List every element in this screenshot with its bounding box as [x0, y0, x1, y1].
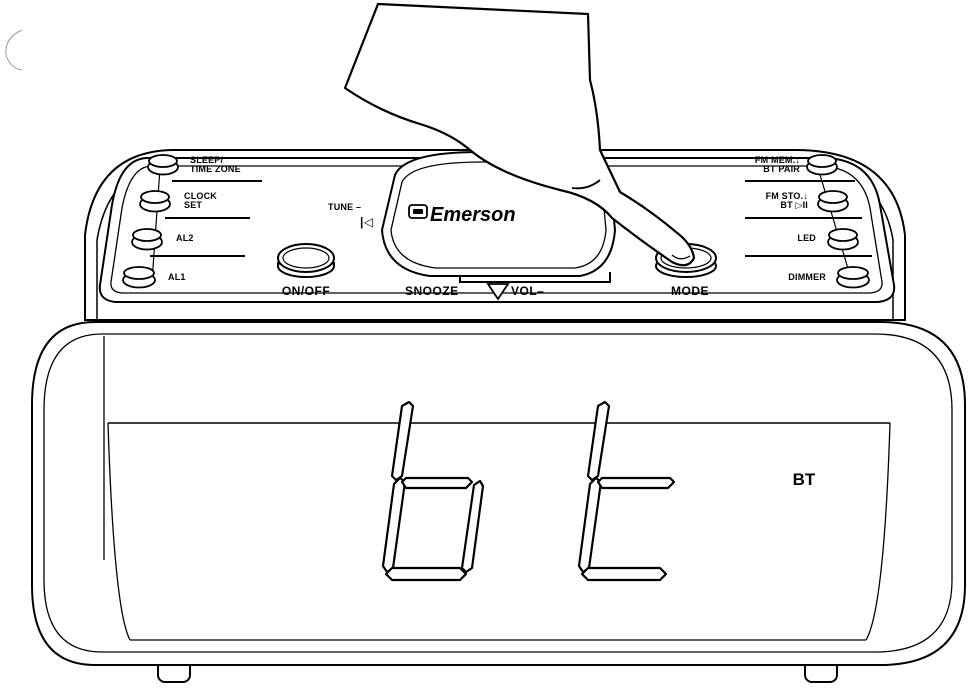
- al2-label: AL2: [176, 233, 194, 243]
- led-label: LED: [797, 233, 816, 243]
- segment-display: bt: [381, 400, 676, 582]
- fm-mem-label: FM MEM.↓: [755, 155, 800, 165]
- led-button[interactable]: [827, 228, 859, 251]
- bt-indicator: BT: [793, 470, 816, 489]
- snooze-label: SNOOZE: [405, 284, 459, 298]
- dimmer-button[interactable]: [836, 266, 870, 289]
- timezone-label: TIME ZONE: [190, 164, 241, 174]
- brand-logo: Emerson: [408, 204, 516, 226]
- al1-button[interactable]: [122, 266, 156, 289]
- dimmer-label: DIMMER: [788, 272, 826, 282]
- brand-logo-text: Emerson: [430, 204, 516, 226]
- bt-play-label: BT ▷II: [780, 200, 808, 210]
- sleep-label: SLEEP/: [190, 155, 224, 165]
- down-triangle-icon: [486, 283, 510, 301]
- fm-sto-label: FM STO.↓: [766, 191, 808, 201]
- right-button-column: [806, 154, 870, 289]
- finger-pointer-icon: [343, 2, 696, 267]
- clock-label: CLOCK: [184, 191, 217, 201]
- onoff-button[interactable]: [277, 243, 335, 278]
- segment-digit-t: [577, 400, 676, 582]
- segment-digit-b: [381, 400, 485, 582]
- skip-back-icon: |◁: [360, 215, 374, 229]
- front-body: [31, 321, 966, 683]
- mode-label: MODE: [671, 284, 709, 298]
- vol-minus-label: VOL–: [511, 284, 544, 298]
- tune-minus-label: TUNE –: [328, 202, 361, 212]
- fm-sto-bt-play-button[interactable]: [817, 190, 849, 213]
- bt-pair-label: BT PAIR: [763, 164, 800, 174]
- clock-set-button[interactable]: [139, 190, 171, 213]
- onoff-label: ON/OFF: [282, 284, 330, 298]
- left-button-column: [122, 154, 179, 289]
- set-label: SET: [184, 200, 202, 210]
- al2-button[interactable]: [131, 228, 163, 251]
- al1-label: AL1: [168, 272, 186, 282]
- corner-artifact: [5, 29, 23, 71]
- fm-mem-bt-pair-button[interactable]: [806, 154, 838, 176]
- sleep-timezone-button[interactable]: [147, 154, 179, 176]
